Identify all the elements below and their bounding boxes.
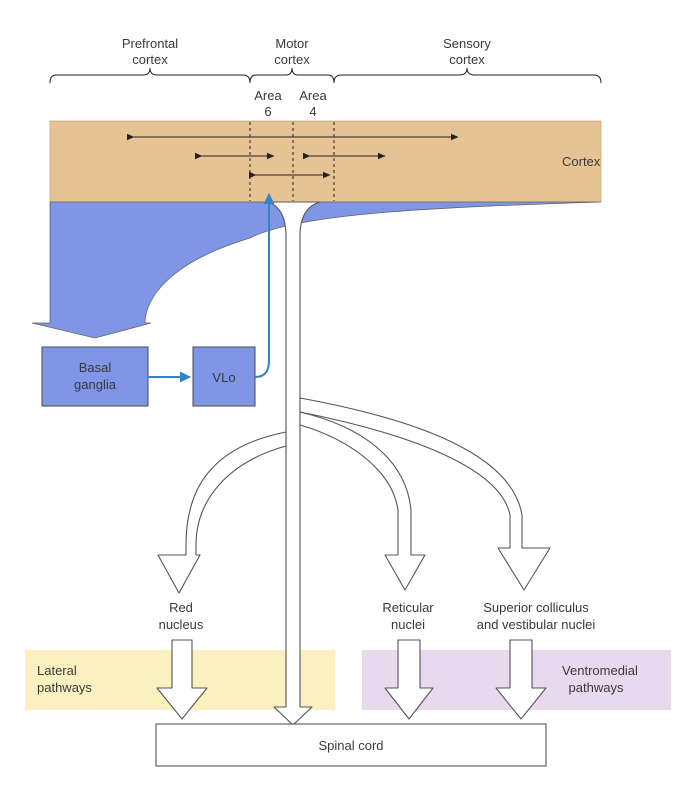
label-reticular-2: nuclei <box>391 617 425 632</box>
arrow-reticular-to-spinal <box>384 639 434 720</box>
label-basal-2: ganglia <box>74 377 117 392</box>
cortex-division-braces <box>49 67 602 84</box>
cortex-band <box>49 120 602 203</box>
label-lateral-1: Lateral <box>37 663 77 678</box>
label-prefrontal-2: cortex <box>132 52 168 67</box>
label-sensory-1: Sensory <box>443 36 491 51</box>
descending-tract <box>267 201 321 726</box>
spinal-cord-box <box>155 723 547 767</box>
label-motor-1: Motor <box>275 36 309 51</box>
label-reticular-1: Reticular <box>382 600 434 615</box>
label-lateral-2: pathways <box>37 680 92 695</box>
label-spinal-cord: Spinal cord <box>318 738 383 753</box>
vlo-to-cortex-arrow <box>254 193 275 378</box>
branch-superior-vestibular <box>299 397 551 591</box>
label-vlo: VLo <box>212 370 235 385</box>
label-motor-2: cortex <box>274 52 310 67</box>
arrow-superior-to-spinal <box>495 639 547 720</box>
label-basal-1: Basal <box>79 360 112 375</box>
label-red-2: nucleus <box>159 617 204 632</box>
label-ventromedial-2: pathways <box>569 680 624 695</box>
label-superior-2: and vestibular nuclei <box>477 617 596 632</box>
label-cortex: Cortex <box>562 154 601 169</box>
cortex-to-basal-projection <box>31 201 602 339</box>
label-red-1: Red <box>169 600 193 615</box>
branch-red-nucleus <box>157 431 287 594</box>
vlo-box <box>192 346 256 407</box>
label-area6-1: Area <box>254 88 282 103</box>
label-prefrontal-1: Prefrontal <box>122 36 178 51</box>
branch-reticular-nuclei <box>299 411 426 591</box>
label-superior-1: Superior colliculus <box>483 600 589 615</box>
label-ventromedial-1: Ventromedial <box>562 663 638 678</box>
label-sensory-2: cortex <box>449 52 485 67</box>
label-area4-2: 4 <box>309 104 316 119</box>
cortical-connection-arrows <box>127 133 459 179</box>
label-area6-2: 6 <box>264 104 271 119</box>
label-area4-1: Area <box>299 88 327 103</box>
arrow-red-to-spinal <box>156 639 208 720</box>
